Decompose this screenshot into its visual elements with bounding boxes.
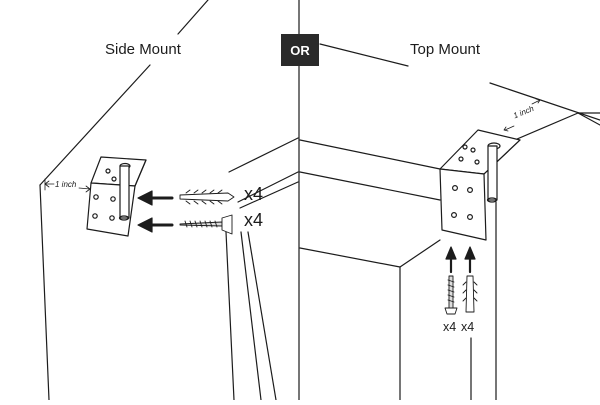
top-anchor-quantity-label: x4: [461, 320, 475, 334]
side-l-bracket-icon: [86, 156, 147, 237]
arrow-icon: [137, 217, 174, 233]
top-screw-quantity-label: x4: [443, 320, 457, 334]
side-mount-heading: Side Mount: [105, 41, 181, 58]
arrow-icon: [464, 246, 476, 274]
or-badge: OR: [281, 34, 319, 66]
wall-anchor-icon: [179, 189, 235, 205]
arrow-icon: [137, 190, 174, 206]
screw-quantity-label: x4: [244, 210, 264, 230]
wall-anchor-icon: [462, 275, 478, 313]
top-mount-heading: Top Mount: [410, 41, 481, 58]
top-mount-cabinet: [299, 43, 600, 401]
top-l-bracket-icon: [439, 129, 521, 241]
anchor-quantity-label: x4: [244, 184, 264, 204]
screw-icon: [179, 214, 233, 235]
top-dimension-marker: [503, 98, 541, 132]
arrow-icon: [445, 246, 457, 274]
side-mount-cabinet: [39, 0, 299, 401]
side-mount-dimension-label: 1 inch: [55, 180, 77, 189]
screw-icon: [444, 275, 458, 315]
